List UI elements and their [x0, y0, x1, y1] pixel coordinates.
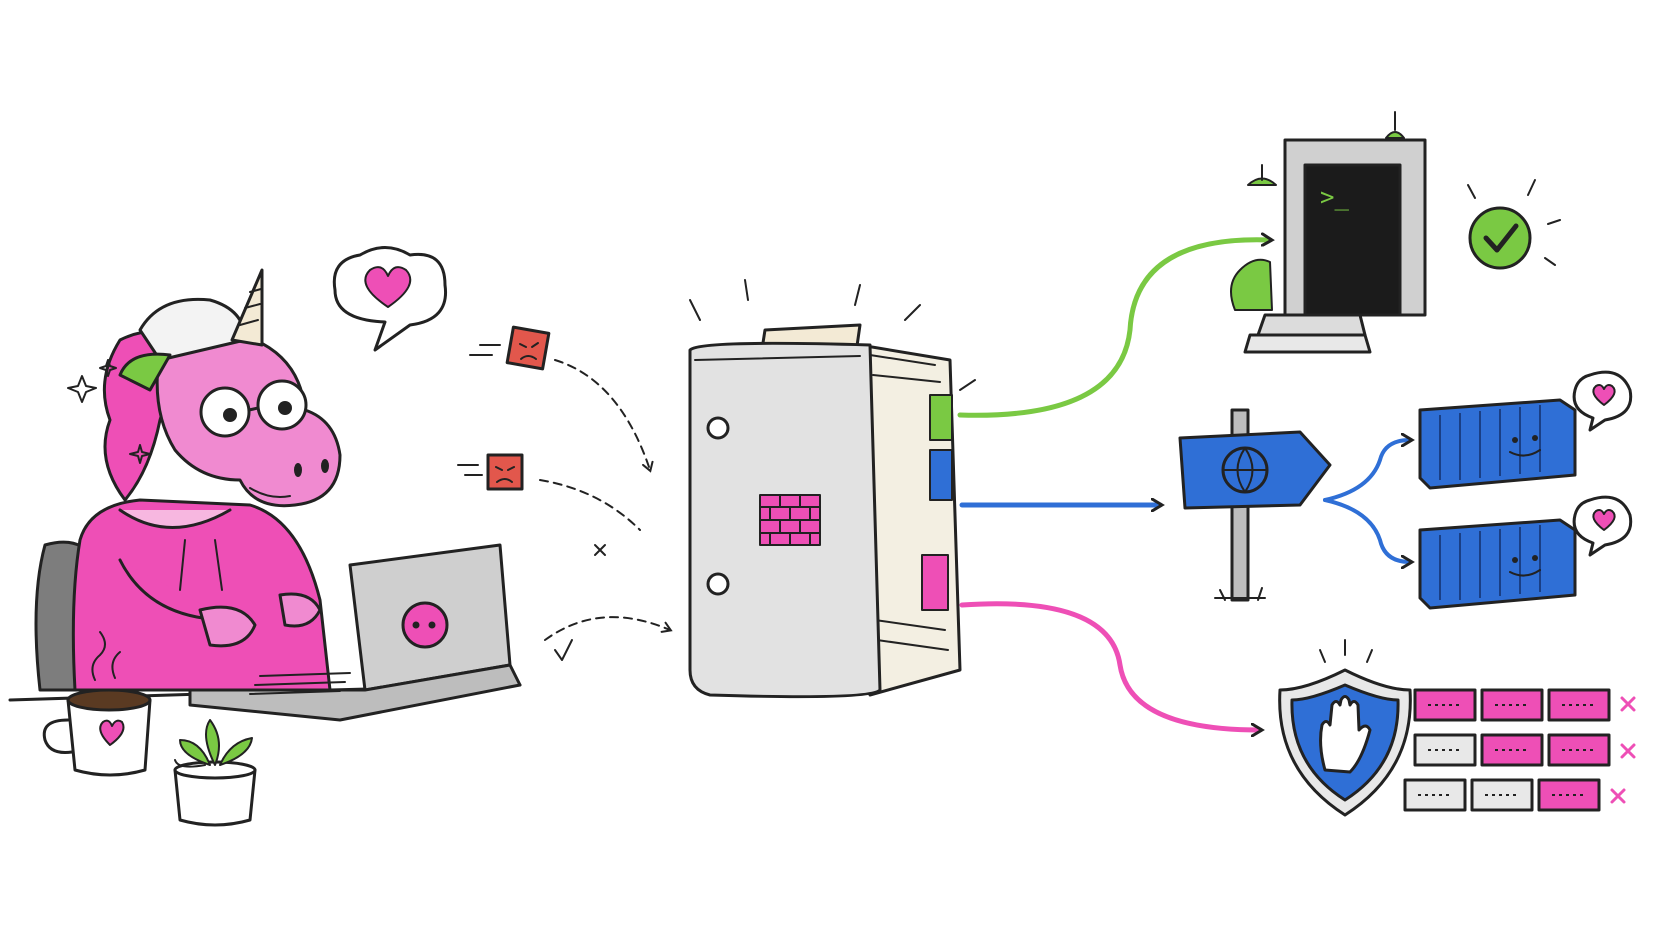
sparkle-icons — [67, 359, 151, 464]
heart-speech-bubble-icon — [1572, 370, 1633, 432]
angry-packet-icon — [486, 453, 524, 491]
signpost-branch-down — [1323, 498, 1410, 562]
container-icon — [1418, 398, 1577, 490]
container-icon — [1418, 518, 1577, 610]
heart-speech-bubble-icon — [332, 246, 448, 352]
brick-wall-icon — [1403, 688, 1611, 812]
blocked-x-icons — [1610, 696, 1636, 804]
hand-shield-icon — [1278, 639, 1412, 817]
coffee-mug — [42, 631, 152, 777]
rules-binder — [688, 323, 962, 699]
pink-hoodie — [71, 498, 332, 692]
check-badge-icon — [1467, 179, 1561, 270]
laptop — [188, 543, 522, 722]
laptop-sticker — [401, 601, 449, 649]
terminal-prompt: >_ — [1320, 183, 1349, 211]
motion-lines — [457, 344, 606, 661]
potted-plant — [173, 719, 257, 827]
heart-speech-bubble-icon — [1572, 495, 1633, 557]
unicorn-developer — [71, 268, 342, 692]
terminal-route — [957, 240, 1270, 418]
globe-signpost-icon — [1178, 408, 1332, 602]
brick-wall-icon — [759, 494, 821, 546]
terminal-doorway-icon: >_ — [1230, 111, 1427, 354]
signpost-branch-up — [1323, 440, 1410, 502]
shake-lines — [689, 279, 976, 391]
blocked-route — [959, 601, 1260, 730]
angry-packet-icon — [505, 325, 551, 371]
packet-trajectories — [539, 359, 673, 641]
round-glasses — [199, 379, 308, 438]
